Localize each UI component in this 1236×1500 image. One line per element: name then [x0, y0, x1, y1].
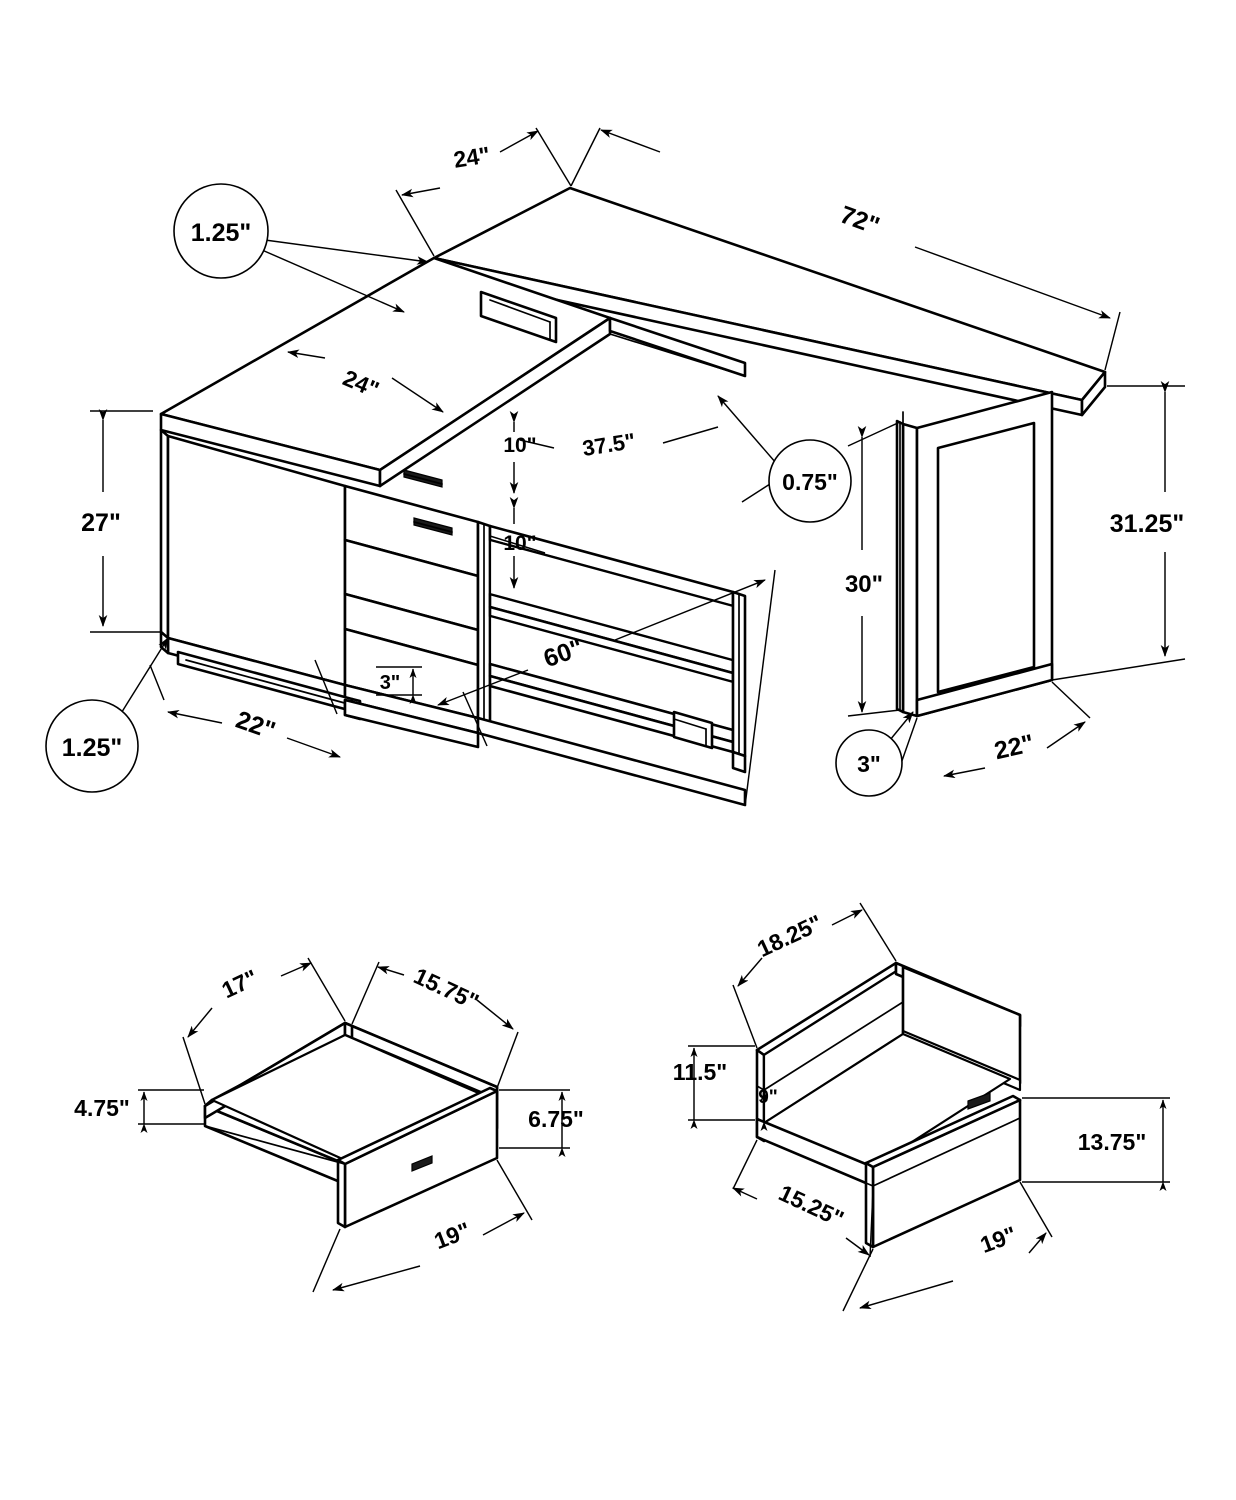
large-drawer-geometry [755, 961, 1022, 1249]
credenza-divider [476, 520, 492, 724]
dim-top-return-depth: 24" [452, 141, 492, 172]
main-view-callouts: 1.25" 0.75" 1.25" 3" [45, 183, 914, 797]
credenza-drawer-stack [343, 469, 480, 720]
dim-credenza-base-depth: 22" [232, 706, 279, 745]
callout-label-base-thickness: 1.25" [62, 734, 123, 762]
callout-label-shelf-thickness: 0.75" [782, 469, 838, 495]
dim-leg-clear-height: 30" [845, 571, 883, 598]
dim-small-drawer-face-height: 6.75" [528, 1106, 584, 1132]
dim-shelf-opening-lower: 10" [503, 532, 536, 555]
callout-top-thickness: 1.25" [173, 183, 429, 313]
dim-large-drawer-face-height: 13.75" [1078, 1129, 1146, 1155]
large-drawer-handle[interactable] [967, 1092, 991, 1110]
callout-label-leg-tube: 3" [857, 751, 881, 777]
dim-small-drawer-face-width: 19" [430, 1217, 473, 1254]
dim-shelf-opening-upper: 10" [503, 434, 536, 457]
dim-small-drawer-box-height: 4.75" [74, 1095, 130, 1121]
callout-base-thickness: 1.25" [45, 637, 169, 793]
callout-shelf-thickness: 0.75" [717, 395, 852, 523]
dim-toe-kick-height: 3" [380, 672, 401, 694]
dim-overall-height: 31.25" [1110, 510, 1184, 538]
callout-leg-tube: 3" [835, 711, 914, 797]
dim-large-drawer-inner-height: 9" [758, 1087, 778, 1108]
dim-large-drawer-box-depth: 18.25" [753, 909, 826, 962]
dim-large-drawer-box-height: 11.5" [673, 1059, 727, 1085]
open-shelf-compartment [488, 524, 747, 774]
callout-label-top-thickness: 1.25" [191, 219, 252, 247]
top-support-bracket [479, 290, 558, 344]
dim-small-drawer-box-width: 15.75" [410, 962, 483, 1015]
dim-credenza-height: 27" [81, 509, 121, 537]
dim-shelf-width: 37.5" [581, 428, 638, 461]
dim-long-top-length: 72" [836, 201, 883, 241]
dim-large-drawer-face-width: 19" [977, 1221, 1020, 1258]
small-drawer-geometry [203, 1021, 499, 1229]
main-assembly-geometry [159, 186, 1107, 807]
drawer-handle-upper[interactable] [403, 469, 443, 488]
dim-leg-frame-depth: 22" [992, 729, 1037, 765]
dim-large-drawer-box-width: 15.25" [775, 1179, 848, 1232]
drawer-handle-lower[interactable] [413, 517, 453, 536]
right-leg-frame [895, 390, 1054, 718]
small-drawer-handle[interactable] [411, 1155, 433, 1172]
long-desktop [432, 186, 1107, 417]
dim-small-drawer-box-depth: 17" [218, 964, 262, 1003]
